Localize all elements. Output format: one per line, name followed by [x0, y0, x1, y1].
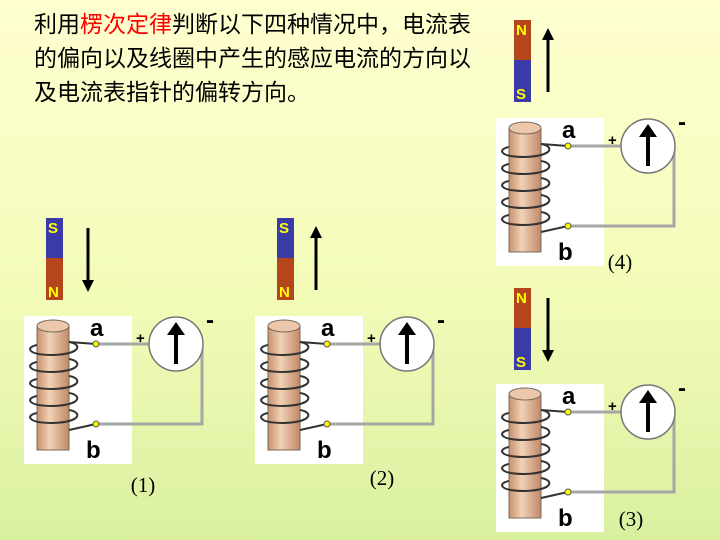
magnet-bottom-pole: S — [516, 354, 526, 371]
circuit-case-3: a b + - N S (3) — [496, 288, 686, 532]
magnet-top-pole: N — [516, 22, 527, 39]
case-caption: (4) — [608, 250, 633, 274]
terminal-a-label: a — [562, 117, 576, 144]
coil-turn — [501, 426, 551, 442]
coil-turn — [260, 392, 310, 408]
coil-turn — [501, 443, 551, 459]
ammeter-plus-label: + — [608, 132, 617, 149]
coil-turn — [260, 375, 310, 391]
coil-turn — [260, 358, 310, 374]
terminal-a-dot — [323, 340, 331, 348]
ammeter-minus-label: - — [206, 307, 214, 334]
terminal-a-label: a — [321, 315, 335, 342]
coil-turn — [501, 160, 551, 176]
coil-lead-top — [299, 341, 328, 345]
magnet-bottom-pole: N — [48, 284, 59, 301]
terminal-b-label: b — [317, 437, 332, 464]
coil-turn — [260, 341, 310, 357]
instruction-suffix: 判断以下四种情况中，电流表的偏向以及线圈中产生的感应电流的方向以及电流表指针的偏… — [34, 12, 471, 106]
magnet-bottom-pole: S — [516, 86, 526, 103]
terminal-b-dot — [564, 222, 572, 230]
coil-turn — [501, 143, 551, 159]
coil-lead-top — [68, 341, 97, 345]
coil-turn — [260, 409, 310, 425]
instruction-text: 利用楞次定律判断以下四种情况中，电流表的偏向以及线圈中产生的感应电流的方向以及电… — [34, 8, 474, 110]
terminal-a-dot — [92, 340, 100, 348]
terminal-a-label: a — [562, 383, 576, 410]
terminal-b-dot — [564, 488, 572, 496]
magnet-top-half — [46, 218, 63, 258]
coil-top-cap — [508, 121, 542, 135]
coil-lead-bottom — [68, 423, 97, 431]
magnet-bottom-half — [277, 258, 294, 300]
coil-lead-bottom — [540, 225, 569, 233]
ammeter-minus-label: - — [678, 375, 686, 402]
coil-turn — [501, 177, 551, 193]
coil-turn — [29, 358, 79, 374]
magnet-bottom-half — [514, 328, 531, 370]
coil-turn — [29, 392, 79, 408]
case-caption: (2) — [370, 466, 395, 490]
coil-top-cap — [267, 319, 301, 333]
coil-lead-bottom — [540, 491, 569, 499]
ammeter-minus-label: - — [437, 307, 445, 334]
coil-lead-bottom — [299, 423, 328, 431]
terminal-b-label: b — [558, 239, 573, 266]
circuit-case-2: a b + - S N (2) — [255, 218, 445, 490]
ammeter-needle-head — [398, 322, 416, 335]
ammeter-plus-label: + — [367, 330, 376, 347]
coil-turn — [29, 409, 79, 425]
coil-turn — [501, 460, 551, 476]
magnet-top-half — [277, 218, 294, 258]
terminal-a-label: a — [90, 315, 104, 342]
terminal-b-label: b — [558, 505, 573, 532]
coil-turn — [501, 477, 551, 493]
instruction-highlight: 楞次定律 — [80, 12, 172, 38]
ammeter-plus-label: + — [136, 330, 145, 347]
magnet-bottom-half — [46, 258, 63, 300]
coil-lead-top — [540, 143, 569, 147]
coil-turn — [501, 409, 551, 425]
motion-arrow-up-icon — [542, 28, 554, 40]
coil-turn — [501, 211, 551, 227]
magnet-top-half — [514, 288, 531, 328]
terminal-a-dot — [564, 408, 572, 416]
magnet-top-pole: N — [516, 290, 527, 307]
coil-lead-top — [540, 409, 569, 413]
motion-arrow-down-icon — [82, 280, 94, 292]
magnet-top-pole: S — [279, 220, 289, 237]
coil-turn — [29, 375, 79, 391]
instruction-prefix: 利用 — [34, 12, 80, 38]
terminal-b-dot — [92, 420, 100, 428]
magnet-bottom-pole: N — [279, 284, 290, 301]
coil-turn — [501, 194, 551, 210]
terminal-a-dot — [564, 142, 572, 150]
ammeter-needle-head — [639, 390, 657, 403]
terminal-b-label: b — [86, 437, 101, 464]
coil-top-cap — [508, 387, 542, 401]
case-caption: (3) — [619, 507, 644, 531]
ammeter-minus-label: - — [678, 109, 686, 136]
ammeter-plus-label: + — [608, 398, 617, 415]
magnet-bottom-half — [514, 60, 531, 102]
motion-arrow-up-icon — [310, 226, 322, 238]
coil-top-cap — [36, 319, 70, 333]
motion-arrow-down-icon — [542, 350, 554, 362]
terminal-b-dot — [323, 420, 331, 428]
magnet-top-pole: S — [48, 220, 58, 237]
magnet-top-half — [514, 20, 531, 60]
circuit-case-4: a b + - N S (4) — [496, 20, 686, 274]
circuit-case-1: a b + - S N (1) — [24, 218, 214, 497]
coil-turn — [29, 341, 79, 357]
case-caption: (1) — [131, 473, 156, 497]
ammeter-needle-head — [167, 322, 185, 335]
ammeter-needle-head — [639, 124, 657, 137]
